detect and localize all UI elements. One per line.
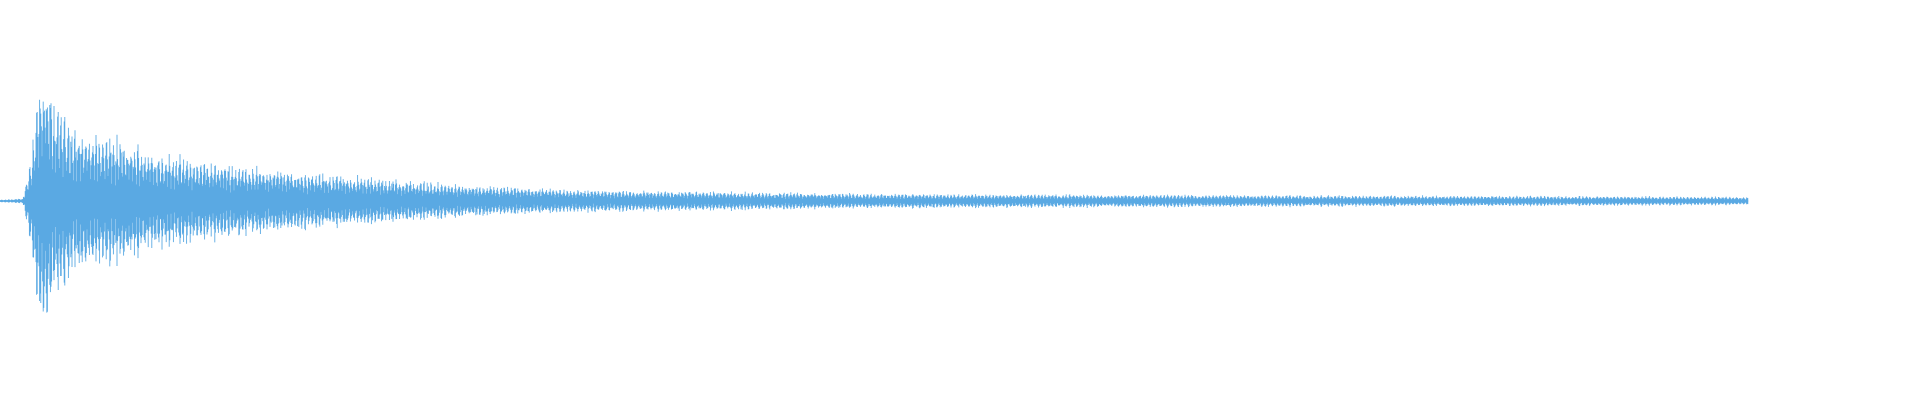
waveform-line — [0, 99, 1749, 313]
waveform-series — [0, 99, 1749, 313]
